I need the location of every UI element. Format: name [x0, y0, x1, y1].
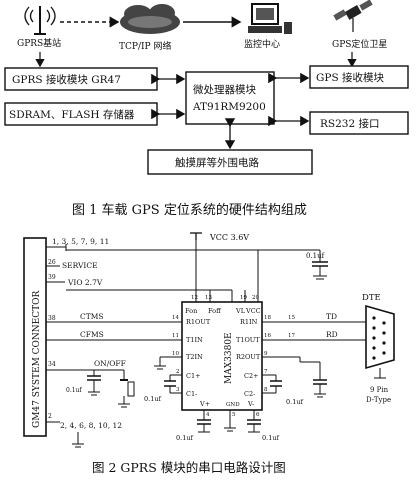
tcpip-label: TCP/IP 网络 [119, 40, 171, 52]
vio-label: VIO 2.7V [67, 278, 103, 287]
dte-type-label: D-Type [366, 396, 391, 404]
touch-box [147, 149, 313, 175]
memory-label: SDRAM、FLASH 存储器 [9, 108, 135, 121]
figure-2: GM47 SYSTEM CONNECTOR 1, 3, 5, 7, 9, 11 … [23, 232, 395, 475]
pin-2: 2 [48, 413, 52, 420]
mcu-label-2: AT91RM9200 [192, 101, 266, 113]
db9-connector-icon [365, 304, 395, 379]
cap-vcc-label: 0.1uf [306, 252, 326, 260]
dte-pin-label: 9 Pin [370, 386, 389, 394]
chip-pin-r1out: R1OUT [186, 318, 211, 326]
figure-2-caption: 图 2 GPRS 模块的串口电路设计图 [92, 460, 286, 475]
chip-pin-c2m: C2- [244, 390, 255, 398]
chip-pin-num-7: 7 [264, 369, 268, 375]
computer-icon [248, 3, 292, 34]
gm47-connector [23, 237, 47, 437]
gps-satellite-label: GPS定位卫星 [332, 38, 387, 50]
touch-label: 触摸屏等外围电路 [175, 156, 259, 169]
cap-vm-label: 0.1uf [262, 434, 280, 442]
chip-name: MAX3380E [224, 332, 234, 384]
chip-pin-foff: Foff [208, 307, 222, 315]
chip-pin-num-5: 5 [232, 412, 236, 418]
chip-pin-num-19: 19 [240, 295, 247, 301]
chip-pin-r1in: R1IN [240, 318, 258, 326]
chip-pin-num-12: 12 [191, 295, 198, 301]
chip-pin-vm: V- [247, 400, 254, 408]
gprs-station-icon [24, 6, 56, 35]
chip-pin-vcc: VCC [245, 307, 261, 315]
figure-1-caption: 图 1 车载 GPS 定位系统的硬件结构组成 [72, 202, 307, 218]
chip-pin-t2in: T2IN [186, 353, 203, 361]
chip-pin-num-16: 16 [264, 333, 271, 339]
onoff-label: ON/OFF [94, 359, 126, 368]
mcu-label-1: 微处理器模块 [193, 83, 256, 96]
chip-pin-num-20: 20 [252, 295, 259, 301]
pins-top: 1, 3, 5, 7, 9, 11 [52, 237, 109, 246]
chip-pin-num-3: 3 [176, 387, 180, 393]
pins-bottom: 2, 4, 6, 8, 10, 12 [60, 421, 122, 430]
cfms-label: CFMS [80, 330, 104, 339]
chip-pin-num-6: 6 [256, 412, 260, 418]
cloud-icon [120, 4, 180, 34]
pin-38: 38 [48, 315, 56, 322]
chip-pin-c1m: C1- [186, 390, 197, 398]
chip-pin-num-11: 11 [172, 333, 179, 339]
chip-pin-num-14: 14 [172, 315, 179, 321]
chip-pin-vp: V+ [199, 400, 210, 408]
pin-34: 34 [48, 361, 56, 368]
chip-pin-r2out: R2OUT [236, 353, 261, 361]
monitor-label: 监控中心 [244, 38, 280, 50]
td-label: TD [326, 312, 337, 321]
chip-pin-c1p: C1+ [186, 372, 201, 380]
chip-pin-num-10: 10 [172, 351, 179, 357]
onoff-switch-icon [118, 370, 135, 408]
vcc-label: VCC 3.6V [209, 233, 249, 242]
mcu-box [185, 71, 275, 125]
pin-26: 26 [48, 259, 56, 266]
chip-pin-t1out: T1OUT [236, 336, 260, 344]
cap-onoff-label: 0.1uf [66, 387, 82, 394]
chip-pin-num-15: 15 [288, 315, 295, 321]
chip-pin-c2p: C2+ [244, 372, 259, 380]
gm47-connector-label: GM47 SYSTEM CONNECTOR [32, 291, 42, 428]
chip-pin-gnd: GND [226, 402, 240, 408]
chip-pin-t1in: T1IN [186, 336, 203, 344]
figure-1: GPRS基站 TCP/IP 网络 监控中心 GPS定位卫星 [4, 0, 409, 218]
dte-label: DTE [362, 293, 381, 303]
max3380e-chip [181, 301, 263, 411]
chip-pin-num-9: 9 [264, 351, 268, 357]
chip-pin-fon: Fon [185, 307, 197, 315]
cap-vp-label: 0.1uf [176, 434, 194, 442]
chip-pin-num-13: 13 [205, 295, 212, 301]
gprs-module-label: GPRS 接收模块 GR47 [12, 73, 121, 86]
service-label: SERVICE [62, 261, 98, 270]
gps-module-label: GPS 接收模块 [316, 71, 384, 84]
cap-c1-label: 0.1uf [144, 395, 162, 403]
chip-pin-num-18: 18 [264, 315, 271, 321]
cap-right-label: 0.1uf [286, 398, 304, 406]
pin-39: 39 [48, 274, 56, 281]
chip-pin-num-4: 4 [206, 412, 210, 418]
gprs-station-label: GPRS基站 [17, 37, 61, 49]
chip-pin-vl: VL [235, 307, 246, 315]
chip-pin-num-2: 2 [176, 369, 180, 375]
ctms-label: CTMS [80, 312, 104, 321]
gps-module-box [309, 65, 409, 89]
rs232-box [309, 111, 409, 135]
rs232-label: RS232 接口 [320, 117, 379, 130]
rd-label: RD [326, 330, 338, 339]
satellite-icon [333, 0, 373, 32]
chip-pin-num-17: 17 [288, 333, 295, 339]
chip-pin-num-8: 8 [264, 387, 268, 393]
